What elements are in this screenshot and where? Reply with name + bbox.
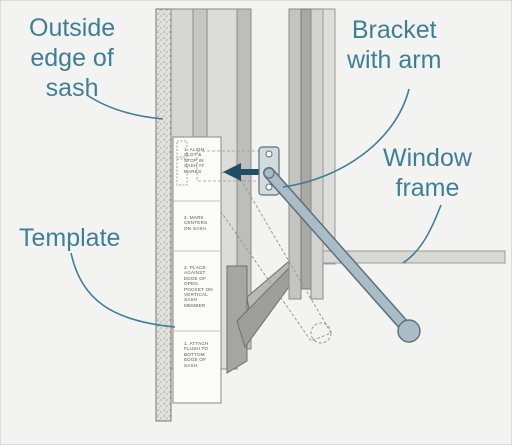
label-outside-edge-of-sash: Outside edge of sash xyxy=(29,14,116,102)
label-window-frame: Window frame xyxy=(383,144,472,202)
arm-alt-position-end xyxy=(310,322,332,344)
leader-line-template xyxy=(70,252,176,328)
template-slot-box xyxy=(176,140,188,158)
label-template: Template xyxy=(19,224,121,252)
template-step-place: 3. PLACE AGAINST EDGE OF OPEN POCKET ON … xyxy=(184,265,213,308)
bracket-arm-pivot xyxy=(263,167,275,179)
leader-line-window-frame xyxy=(402,204,442,264)
label-bracket-with-arm: Bracket with arm xyxy=(347,16,442,74)
arm-alt-position-outline xyxy=(195,170,332,342)
sash-angled-channel xyxy=(226,265,248,374)
leader-line-bracket xyxy=(282,88,410,188)
frame-vertical-member xyxy=(300,8,312,290)
left-arrow-icon xyxy=(223,163,259,181)
window-frame-sill xyxy=(322,250,506,264)
frame-vertical-member xyxy=(322,8,336,265)
bracket-arm-fill xyxy=(264,168,414,336)
leader-line-outside-edge xyxy=(86,94,164,120)
frame-vertical-member xyxy=(310,8,324,300)
template-step-attach: 1. ATTACH FLUSH TO BOTTOM EDGE OF SASH xyxy=(184,341,209,368)
template-step-align: 1. ALIGN SLOT & STOP IN SASH AT MARKS xyxy=(184,147,205,174)
sash-edge-strip xyxy=(155,8,172,422)
template-step-mark: 2. MARK CENTERS ON SASH xyxy=(184,215,208,231)
bracket-screw-icon xyxy=(265,150,273,158)
frame-vertical-member xyxy=(288,8,302,300)
bracket-screw-icon xyxy=(265,183,273,191)
template-stop-box xyxy=(176,158,188,186)
bracket-arm-end xyxy=(397,319,421,343)
